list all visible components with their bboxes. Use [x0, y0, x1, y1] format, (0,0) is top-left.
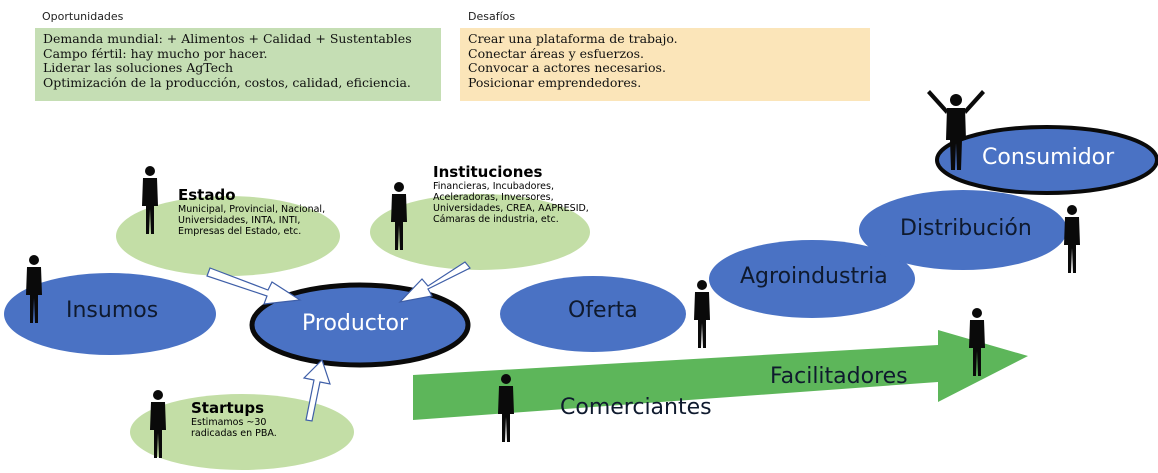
instituciones-arrow	[398, 261, 471, 303]
oportunidades-line: Demanda mundial: + Alimentos + Calidad +…	[43, 31, 412, 46]
node-consumidor-label: Consumidor	[982, 145, 1115, 170]
desafios-line: Conectar áreas y esfuerzos.	[468, 45, 645, 61]
node-productor-label: Productor	[302, 311, 409, 336]
startups-line: radicadas en PBA.	[191, 428, 277, 439]
startups-title: Startups	[191, 399, 265, 417]
desafios-line: Convocar a actores necesarios.	[468, 60, 666, 75]
instituciones-line: Universidades, CREA, AAPRESID,	[433, 203, 589, 214]
node-insumos-label: Insumos	[66, 298, 159, 323]
startups-line: Estimamos ~30	[191, 417, 267, 428]
productor-ellipse	[249, 282, 471, 368]
instituciones-line: Financieras, Incubadores,	[433, 181, 554, 192]
estado-line: Universidades, INTA, INTI,	[178, 215, 301, 226]
oportunidades-line: Optimización de la producción, costos, c…	[43, 74, 411, 90]
oportunidades-title: Oportunidades	[42, 10, 124, 23]
instituciones-title: Instituciones	[433, 163, 543, 181]
desafios-line: Crear una plataforma de trabajo.	[468, 31, 678, 46]
instituciones-line: Aceleradoras, Inversores,	[433, 192, 554, 203]
insumos-ellipse	[4, 273, 216, 355]
green-arrow-shape	[413, 330, 1028, 420]
estado-line: Municipal, Provincial, Nacional,	[178, 204, 326, 215]
node-agroindustria-label: Agroindustria	[740, 264, 888, 289]
desafios-title: Desafíos	[468, 10, 516, 23]
oportunidades-box: Demanda mundial: + Alimentos + Calidad +…	[35, 28, 441, 101]
oportunidades-line: Campo fértil: hay mucho por hacer.	[43, 45, 268, 61]
consumidor-ellipse	[935, 125, 1158, 195]
person-consumidor-icon	[927, 90, 985, 170]
arrow-facilitadores-label: Facilitadores	[770, 364, 908, 389]
startups-group: Startups Estimamos ~30 radicadas en PBA.	[191, 399, 277, 439]
node-distribucion-label: Distribución	[900, 216, 1032, 241]
distribucion-ellipse	[859, 190, 1067, 270]
person-distribucion-icon	[1064, 205, 1080, 273]
arrow-comerciantes-label: Comerciantes	[560, 395, 712, 420]
node-oferta-label: Oferta	[568, 298, 638, 323]
agroindustria-ellipse	[709, 240, 915, 318]
instituciones-group: Instituciones Financieras, Incubadores, …	[433, 163, 589, 225]
instituciones-ellipse	[370, 194, 590, 270]
oferta-ellipse	[500, 276, 686, 352]
desafios-line: Posicionar emprendedores.	[468, 74, 642, 90]
estado-title: Estado	[178, 186, 236, 204]
desafios-box: Crear una plataforma de trabajo. Conecta…	[460, 28, 870, 101]
person-oferta-icon	[694, 280, 710, 348]
estado-group: Estado Municipal, Provincial, Nacional, …	[178, 186, 325, 237]
oportunidades-line: Liderar las soluciones AgTech	[43, 60, 234, 75]
estado-line: Empresas del Estado, etc.	[178, 226, 302, 237]
estado-arrow	[206, 267, 302, 305]
startups-ellipse	[130, 394, 354, 470]
estado-ellipse	[116, 196, 340, 276]
startups-arrow	[302, 358, 331, 422]
instituciones-line: Cámaras de industria, etc.	[433, 214, 559, 225]
